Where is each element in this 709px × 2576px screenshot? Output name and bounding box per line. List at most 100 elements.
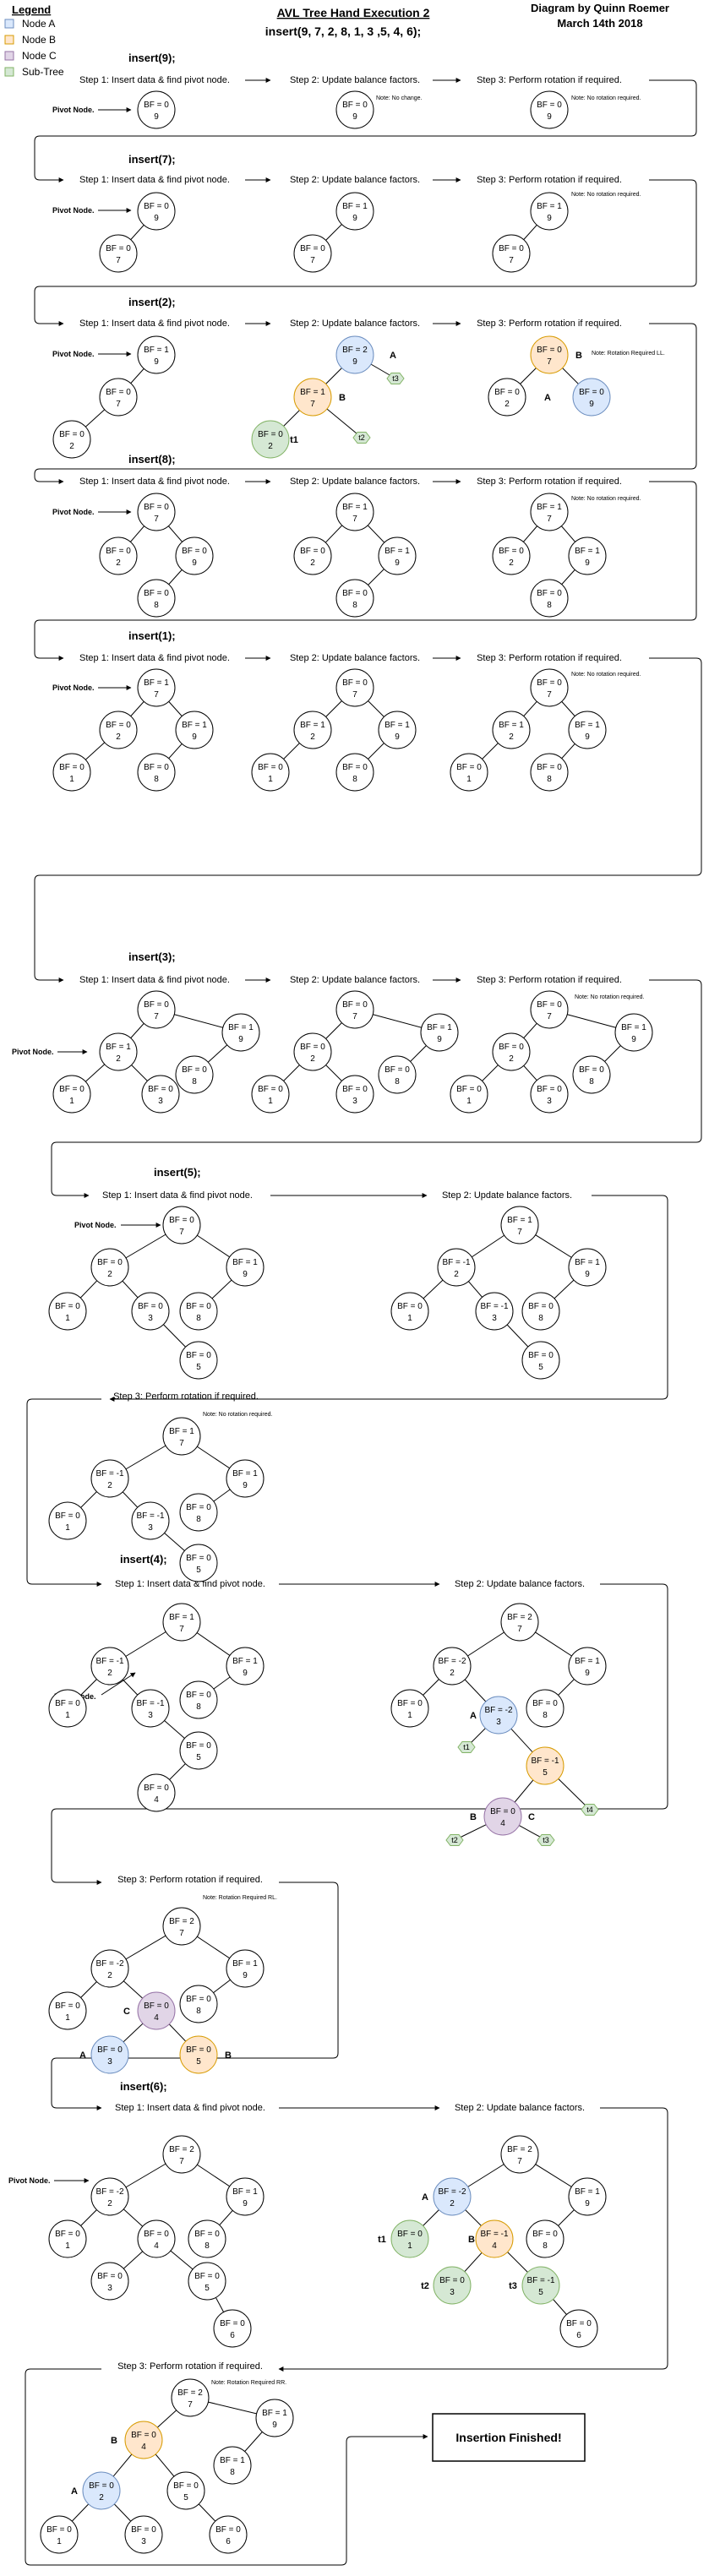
tree-node (293, 1032, 332, 1071)
section-title-insert-8: insert(8); (128, 453, 176, 466)
node-balance-factor: BF = 0 (494, 388, 520, 397)
step3-label: Step 3: Perform rotation if required. (477, 75, 622, 85)
node-value: 2 (310, 558, 315, 568)
tree-node (293, 378, 332, 417)
node-value: 5 (205, 2284, 210, 2293)
node-value: 1 (65, 1711, 70, 1720)
node-value: 9 (192, 558, 197, 568)
node-value: 2 (504, 400, 510, 409)
tree-node (124, 2515, 163, 2554)
node-value: 9 (585, 1270, 590, 1279)
node-balance-factor: BF = 0 (106, 388, 131, 397)
node-balance-factor: BF = -2 (95, 2187, 124, 2197)
node-balance-factor: BF = 0 (186, 1503, 211, 1512)
node-value: 2 (509, 558, 514, 568)
node-value: 8 (547, 775, 552, 784)
node-value: 6 (576, 2331, 581, 2340)
tree-node (335, 493, 374, 531)
node-balance-factor: BF = 0 (300, 547, 325, 556)
note-no-rotation: Note: No rotation required. (203, 1412, 273, 1418)
author-label: Diagram by Quinn Roemer (531, 2, 669, 14)
node-balance-factor: BF = -1 (95, 1469, 124, 1479)
subtree-hexagon (352, 432, 371, 444)
tree-node (251, 420, 290, 459)
node-value: 8 (543, 2241, 548, 2251)
legend-label-a: Node A (22, 18, 55, 30)
tree-node (90, 2035, 129, 2074)
tree-node (162, 1603, 201, 1642)
note-no-change: Note: No change. (376, 95, 423, 101)
node-balance-factor: BF = 0 (220, 2319, 245, 2328)
tree-node (179, 1493, 218, 1532)
section-title-insert-5: insert(5); (154, 1166, 201, 1179)
tree-node (175, 1055, 214, 1094)
tree-node (492, 234, 531, 273)
node-balance-factor: BF = 0 (537, 346, 562, 355)
node-value: 9 (272, 2421, 277, 2430)
tree-node (390, 2219, 429, 2258)
tree-node (530, 192, 569, 231)
node-value: 9 (547, 214, 552, 223)
node-balance-factor: BF = 1 (169, 1427, 194, 1436)
tree-node (572, 1055, 611, 1094)
node-balance-factor: BF = 1 (384, 547, 410, 556)
node-balance-factor: BF = 0 (144, 2230, 169, 2239)
node-role-tag: B (468, 2235, 475, 2245)
node-role-tag: A (390, 351, 396, 361)
node-balance-factor: BF = -1 (531, 1756, 559, 1766)
node-value: 2 (107, 1270, 112, 1279)
tree-node (521, 1341, 560, 1380)
tree-node (124, 2421, 163, 2459)
node-balance-factor: BF = 0 (97, 2272, 123, 2281)
node-balance-factor: BF = 0 (384, 1065, 410, 1075)
node-value: 4 (154, 2013, 159, 2023)
tree-node (213, 2309, 252, 2348)
tree-node (162, 1907, 201, 1946)
tree-node (137, 1773, 176, 1812)
node-balance-factor: BF = 0 (144, 101, 169, 110)
node-balance-factor: BF = -1 (480, 1302, 509, 1311)
step-arrows (245, 78, 461, 2110)
node-value: 5 (196, 1566, 201, 1575)
node-balance-factor: BF = 0 (55, 1511, 80, 1521)
node-value: 7 (310, 400, 315, 409)
tree-node (162, 1206, 201, 1244)
node-balance-factor: BF = 1 (575, 2187, 600, 2197)
node-balance-factor: BF = 0 (186, 1995, 211, 2004)
node-balance-factor: BF = 1 (575, 1258, 600, 1267)
node-value: 2 (69, 442, 74, 451)
step2-label: Step 2: Update balance factors. (442, 1190, 572, 1201)
node-value: 2 (107, 1481, 112, 1490)
node-role-tag: C (123, 2007, 130, 2017)
pivot-annotations: Pivot Node. Pivot Node. Pivot Node. Pivo… (8, 106, 161, 2185)
node-role-tag: B (575, 351, 582, 361)
node-value: 1 (65, 2013, 70, 2023)
tree-node (614, 1013, 653, 1052)
node-balance-factor: BF = 1 (621, 1023, 646, 1032)
subtree-label: t2 (358, 433, 365, 442)
node-balance-factor: BF = 1 (232, 2187, 258, 2197)
node-balance-factor: BF = 0 (537, 678, 562, 688)
node-value: 1 (57, 2537, 62, 2546)
node-balance-factor: BF = 0 (106, 244, 131, 253)
tree-node (188, 2219, 226, 2258)
tree-node (251, 1075, 290, 1114)
node-balance-factor: BF = 0 (456, 1085, 482, 1094)
node-balance-factor: BF = 0 (258, 763, 283, 772)
node-role-tag: A (544, 393, 551, 403)
tree-node (530, 90, 569, 129)
note-rotation-rr: Note: Rotation Required RR. (211, 2380, 286, 2386)
node-balance-factor: BF = 0 (182, 547, 207, 556)
node-balance-factor: BF = 0 (528, 1351, 554, 1360)
step1-label: Step 1: Insert data & find pivot node. (79, 477, 230, 487)
legend-label-c: Node C (22, 50, 57, 62)
node-value: 9 (352, 112, 357, 122)
tree-node (162, 2135, 201, 2174)
legend-label-subtree: Sub-Tree (22, 66, 64, 78)
node-value: 4 (492, 2241, 497, 2251)
tree-node (433, 2177, 472, 2216)
